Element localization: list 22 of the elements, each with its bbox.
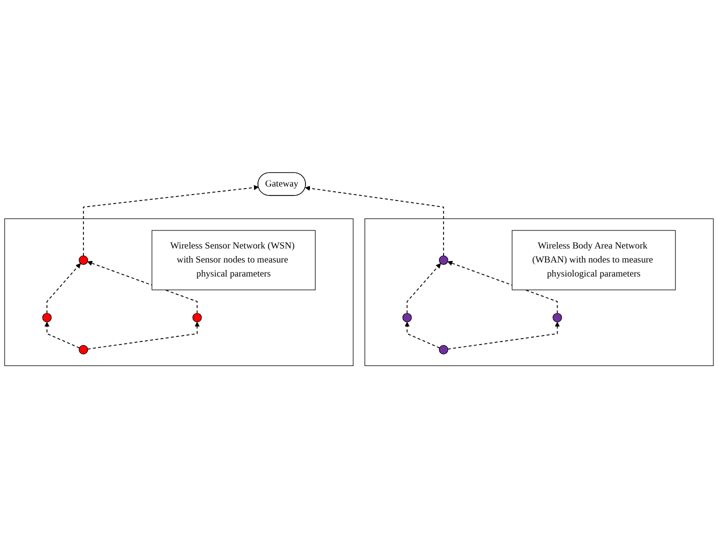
arrow: [87, 322, 200, 350]
node-circle: [78, 255, 88, 265]
arrow: [44, 322, 80, 348]
arrow: [82, 184, 259, 256]
node-circle: [78, 344, 88, 354]
arrow: [447, 260, 558, 314]
node-circle: [402, 312, 412, 322]
cluster: [364, 218, 714, 366]
node-box: Wireless Body Area Network (WBAN) with nodes to measure physiological parameters: [512, 230, 676, 290]
arrow: [87, 260, 198, 314]
arrow: [305, 186, 444, 256]
arrow: [404, 322, 440, 348]
node-circle: [438, 255, 448, 265]
node-circle: [438, 344, 448, 354]
cluster: [4, 218, 354, 366]
arrow: [447, 322, 560, 350]
node-circle: [42, 312, 52, 322]
node-circle: [552, 312, 562, 322]
arrow: [406, 263, 441, 314]
node-circle: [192, 312, 202, 322]
arrow: [46, 263, 81, 314]
node-box: Wireless Sensor Network (WSN) with Sensor nodes to measure physical parameters: [152, 230, 316, 290]
